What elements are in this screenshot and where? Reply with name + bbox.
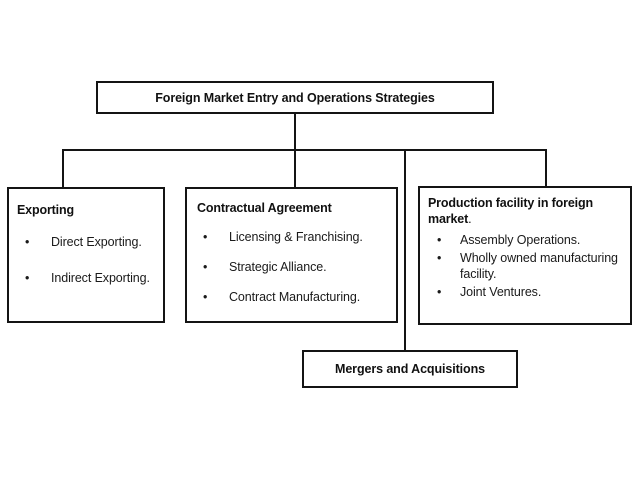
bullet-list-exporting: • Direct Exporting. • Indirect Exporting… <box>17 235 157 286</box>
branch-heading-exporting: Exporting <box>17 203 74 217</box>
list-item-label: Indirect Exporting. <box>51 270 150 285</box>
connector-drop-production <box>545 149 547 187</box>
bullet-dot-icon: • <box>203 259 208 274</box>
connector-drop-contractual <box>294 149 296 188</box>
bullet-list-production: • Assembly Operations. • Wholly owned ma… <box>428 232 626 300</box>
branch-heading-production: Production facility in foreign market. <box>428 196 626 227</box>
bullet-dot-icon: • <box>437 233 442 248</box>
list-item: • Indirect Exporting. <box>17 271 157 286</box>
root-node-foreign-market-entry[interactable]: Foreign Market Entry and Operations Stra… <box>96 81 494 114</box>
connector-drop-exporting <box>62 149 64 188</box>
connector-drop-mergers <box>404 149 406 351</box>
branch-heading-contractual: Contractual Agreement <box>197 201 332 215</box>
node-mergers-and-acquisitions[interactable]: Mergers and Acquisitions <box>302 350 518 388</box>
bullet-list-contractual: • Licensing & Franchising. • Strategic A… <box>197 230 390 305</box>
list-item-label: Assembly Operations. <box>460 233 581 248</box>
branch-heading-production-period: . <box>468 211 472 226</box>
list-item: • Contract Manufacturing. <box>197 290 390 305</box>
list-item-label: Licensing & Franchising. <box>229 229 363 244</box>
list-item-label: Joint Ventures. <box>460 284 542 299</box>
list-item: • Licensing & Franchising. <box>197 230 390 245</box>
node-mergers-label: Mergers and Acquisitions <box>335 362 485 376</box>
bullet-dot-icon: • <box>203 229 208 244</box>
bullet-dot-icon: • <box>203 289 208 304</box>
bullet-dot-icon: • <box>25 234 30 249</box>
branch-node-production-facility[interactable]: Production facility in foreign market. •… <box>418 186 632 325</box>
branch-heading-production-text: Production facility in foreign market <box>428 196 593 226</box>
list-item: • Wholly owned manufacturing facility. <box>428 250 626 283</box>
list-item: • Strategic Alliance. <box>197 260 390 275</box>
list-item-label: Direct Exporting. <box>51 234 142 249</box>
branch-node-exporting[interactable]: Exporting • Direct Exporting. • Indirect… <box>7 187 165 323</box>
branch-node-contractual-agreement[interactable]: Contractual Agreement • Licensing & Fran… <box>185 187 398 323</box>
list-item: • Joint Ventures. <box>428 284 626 301</box>
connector-horizontal-bus <box>62 149 547 151</box>
list-item: • Assembly Operations. <box>428 232 626 249</box>
list-item: • Direct Exporting. <box>17 235 157 250</box>
bullet-dot-icon: • <box>437 284 442 299</box>
connector-root-stem <box>294 113 296 151</box>
bullet-dot-icon: • <box>437 250 442 265</box>
list-item-label: Contract Manufacturing. <box>229 289 361 304</box>
bullet-dot-icon: • <box>25 270 30 285</box>
list-item-label: Wholly owned manufacturing facility. <box>460 250 618 282</box>
root-node-label: Foreign Market Entry and Operations Stra… <box>155 90 435 105</box>
list-item-label: Strategic Alliance. <box>229 259 327 274</box>
